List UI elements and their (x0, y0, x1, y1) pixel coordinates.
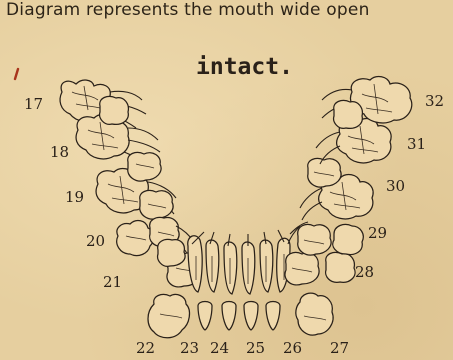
tooth-number-19: 19 (65, 190, 84, 205)
tooth-number-23: 23 (180, 341, 199, 356)
tooth-number-32: 32 (425, 94, 444, 109)
tooth-number-22: 22 (136, 341, 155, 356)
tooth-26 (266, 302, 280, 331)
tooth-left-upper-extra (100, 96, 129, 124)
tooth-23 (198, 302, 212, 331)
tooth-right-upper-extra (334, 100, 363, 128)
tooth-number-20: 20 (86, 234, 105, 249)
tooth-number-26: 26 (283, 341, 302, 356)
tooth-27 (296, 293, 333, 335)
tooth-24 (222, 302, 236, 331)
tooth-number-31: 31 (407, 137, 426, 152)
tooth-number-27: 27 (330, 341, 349, 356)
tooth-28 (285, 252, 355, 284)
tooth-29 (288, 222, 363, 255)
tooth-number-28: 28 (355, 265, 374, 280)
tooth-22 (148, 294, 189, 337)
tooth-premolar-right-upper (308, 158, 341, 187)
tooth-number-18: 18 (50, 145, 69, 160)
tooth-number-29: 29 (368, 226, 387, 241)
tooth-number-25: 25 (246, 341, 265, 356)
tooth-number-21: 21 (103, 275, 122, 290)
tooth-number-24: 24 (210, 341, 229, 356)
upper-front-teeth (188, 230, 290, 294)
tooth-25 (244, 302, 258, 331)
tooth-number-30: 30 (386, 179, 405, 194)
tooth-number-17: 17 (24, 97, 43, 112)
